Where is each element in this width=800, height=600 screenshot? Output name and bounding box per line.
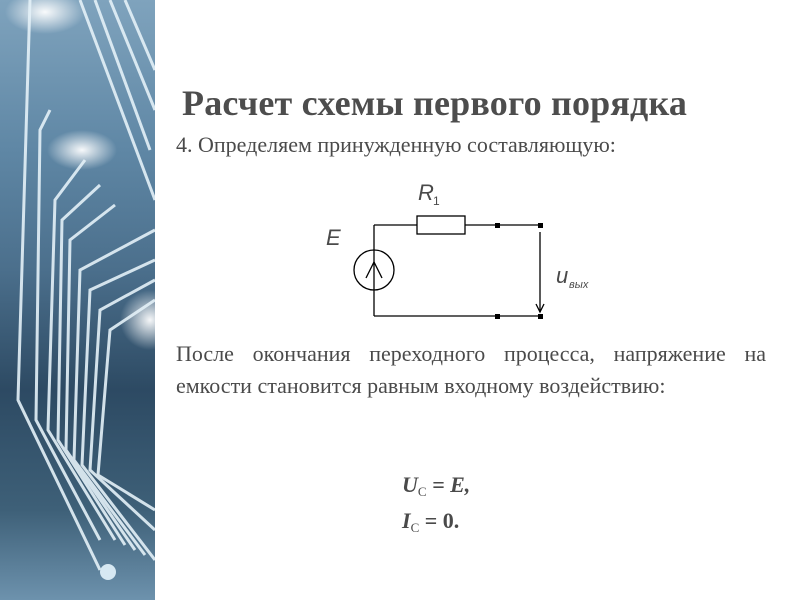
slide-title: Расчет схемы первого порядка: [182, 83, 688, 123]
eq1-subscript: C: [417, 484, 427, 499]
resistor-subscript: 1: [433, 194, 440, 208]
output-voltage-label: u: [556, 263, 568, 288]
circuit-board-decoration: [0, 0, 155, 600]
output-voltage-subscript: вых: [569, 279, 589, 291]
eq2-rhs: = 0.: [419, 508, 460, 533]
eq2-variable: I: [402, 508, 411, 533]
circuit-diagram: E R 1 u вых: [300, 170, 620, 330]
step-heading: 4. Определяем принужденную составляющую:: [176, 132, 616, 157]
circuit-traces-image: [5, 0, 155, 580]
eq1-rhs: = E,: [426, 472, 471, 497]
rc-circuit-schematic: E R 1 u вых: [326, 180, 589, 319]
resistor-label: R: [418, 180, 434, 205]
equation-capacitor-voltage: UC = E,: [402, 472, 470, 500]
eq2-subscript: C: [410, 520, 420, 535]
equation-capacitor-current: IC = 0.: [402, 508, 459, 536]
eq1-variable: U: [402, 472, 418, 497]
explanation-paragraph: После окончания переходного процесса, на…: [176, 341, 766, 398]
source-label: E: [326, 225, 341, 250]
